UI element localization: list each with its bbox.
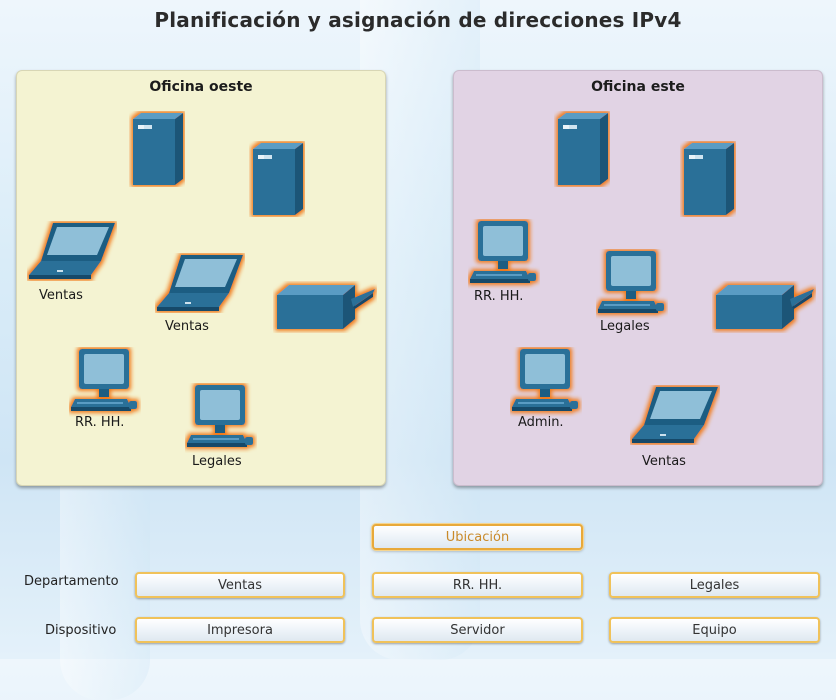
device-button-server[interactable]: Servidor bbox=[372, 617, 583, 643]
server-icon[interactable] bbox=[129, 111, 185, 187]
device-button-computer[interactable]: Equipo bbox=[609, 617, 820, 643]
device-button-printer[interactable]: Impresora bbox=[135, 617, 345, 643]
laptop-icon[interactable] bbox=[630, 385, 720, 445]
department-row-label: Departamento bbox=[24, 574, 119, 589]
department-button-legales[interactable]: Legales bbox=[609, 572, 820, 598]
west-office-panel: Oficina oeste Ventas Ventas RR. HH. Lega… bbox=[16, 70, 386, 486]
desktop-icon[interactable] bbox=[468, 219, 540, 289]
server-icon[interactable] bbox=[680, 141, 736, 217]
page-title: Planificación y asignación de direccione… bbox=[154, 8, 682, 32]
location-button[interactable]: Ubicación bbox=[372, 524, 583, 550]
desktop-icon[interactable] bbox=[510, 347, 582, 417]
desktop-icon[interactable] bbox=[69, 347, 141, 417]
desktop-icon[interactable] bbox=[185, 383, 257, 453]
department-button-rrhh[interactable]: RR. HH. bbox=[372, 572, 583, 598]
desktop-icon[interactable] bbox=[596, 249, 668, 319]
device-label: Legales bbox=[192, 454, 242, 469]
printer-icon[interactable] bbox=[712, 281, 816, 333]
server-icon[interactable] bbox=[249, 141, 305, 217]
device-label: Ventas bbox=[39, 288, 83, 303]
device-label: RR. HH. bbox=[474, 289, 524, 304]
device-row-label: Dispositivo bbox=[45, 623, 117, 638]
server-icon[interactable] bbox=[554, 111, 610, 187]
device-label: Ventas bbox=[165, 319, 209, 334]
device-label: RR. HH. bbox=[75, 415, 125, 430]
laptop-icon[interactable] bbox=[155, 253, 245, 313]
department-button-ventas[interactable]: Ventas bbox=[135, 572, 345, 598]
device-label: Admin. bbox=[518, 415, 564, 430]
printer-icon[interactable] bbox=[273, 281, 377, 333]
laptop-icon[interactable] bbox=[27, 221, 117, 281]
device-label: Ventas bbox=[642, 454, 686, 469]
east-office-panel: Oficina este RR. HH. Legales Admin. Vent… bbox=[453, 70, 823, 486]
device-label: Legales bbox=[600, 319, 650, 334]
east-office-title: Oficina este bbox=[591, 79, 685, 95]
west-office-title: Oficina oeste bbox=[149, 79, 253, 95]
